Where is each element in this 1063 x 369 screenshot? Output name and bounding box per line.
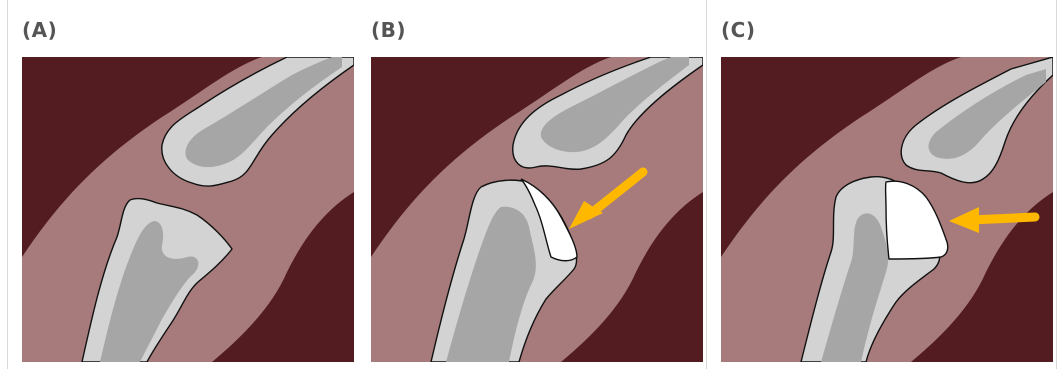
panel-a-illustration xyxy=(22,57,354,362)
panel-a: (A) xyxy=(7,0,358,369)
panel-c-illustration xyxy=(721,57,1053,362)
panel-b: (B) xyxy=(357,0,707,369)
panel-b-label: (B) xyxy=(371,18,406,42)
panel-a-label: (A) xyxy=(22,18,57,42)
panel-b-illustration xyxy=(371,57,703,362)
panel-c: (C) xyxy=(707,0,1057,369)
panel-c-label: (C) xyxy=(721,18,755,42)
